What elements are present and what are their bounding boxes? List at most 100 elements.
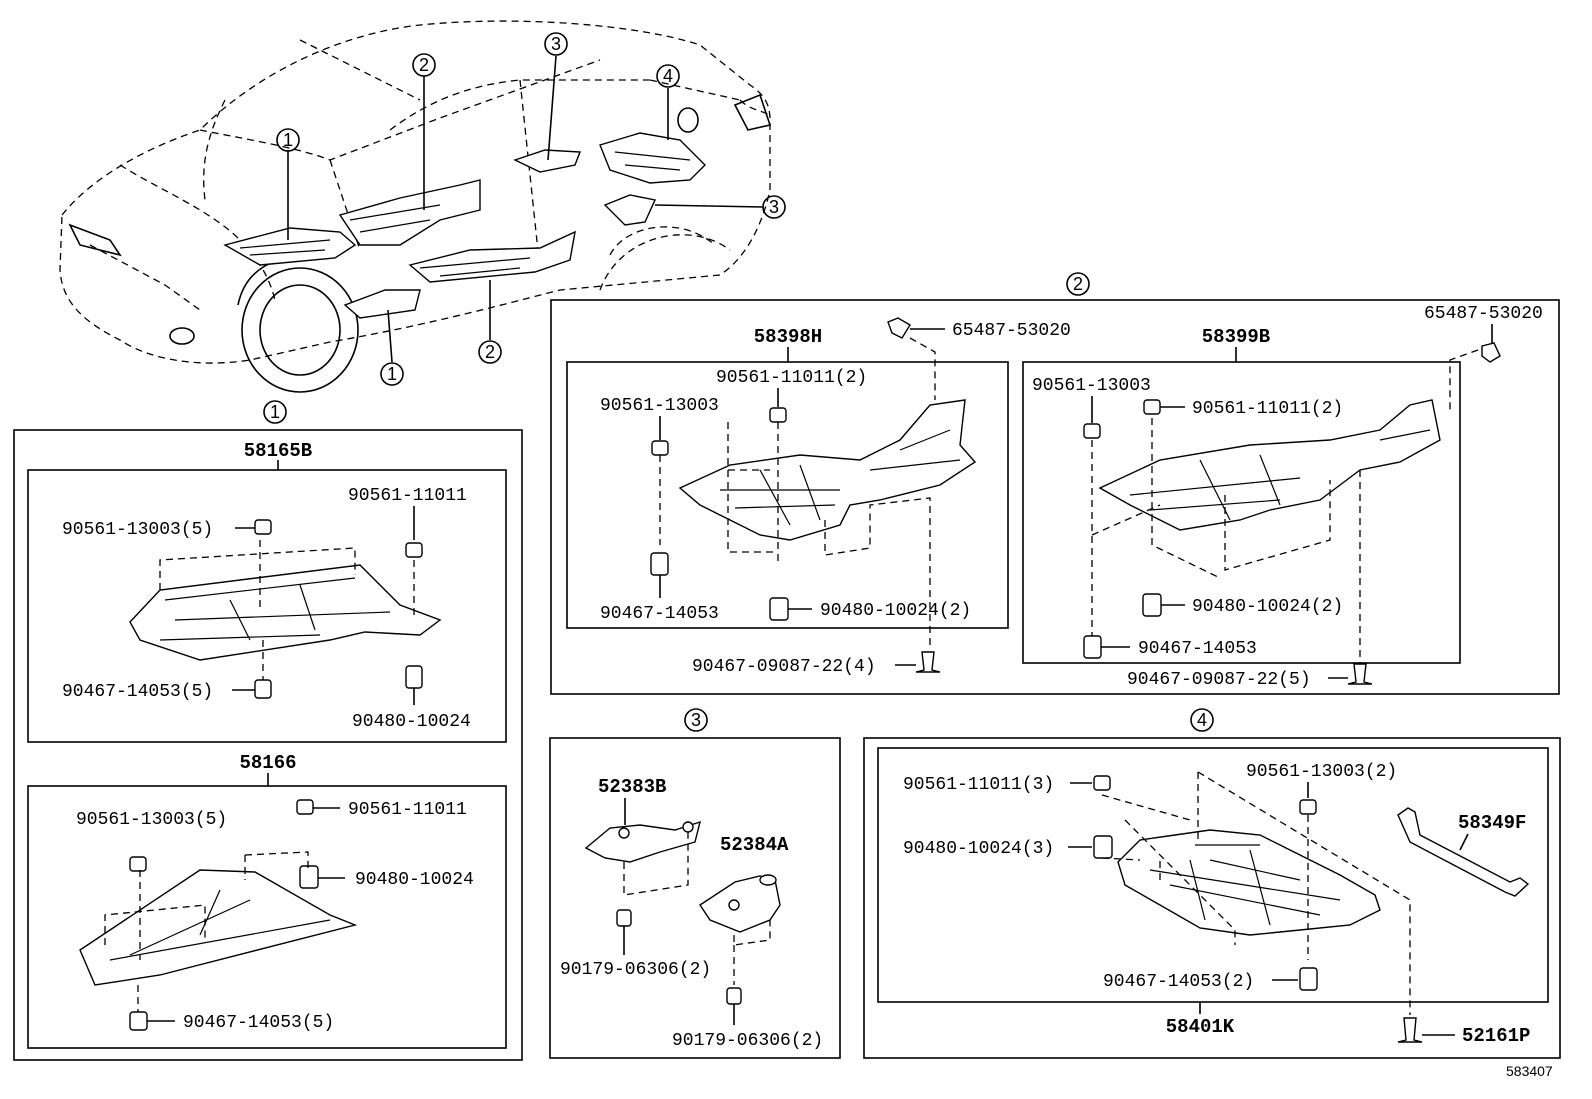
svg-text:4: 4 [1197, 710, 1207, 730]
nut-icon [129, 856, 147, 872]
car-panel-4 [599, 132, 706, 184]
label-90467-14053-b: 90467-14053 [1138, 639, 1257, 659]
label-90561-13003-5: 90561-13003(5) [62, 520, 213, 540]
part-52383b-label: 52383B [598, 776, 666, 798]
nut-icon [405, 542, 423, 558]
nut-icon [1143, 399, 1161, 415]
group-58399b-label: 58399B [1202, 326, 1270, 348]
clip-icon [726, 987, 742, 1005]
group-58165b-label: 58165B [244, 440, 312, 462]
label-90480-10024-2: 90480-10024(2) [820, 601, 971, 621]
callout-4-top: 4 [656, 64, 680, 88]
nut-icon [296, 799, 314, 815]
bolt-icon [299, 865, 319, 889]
callout-1-bottom: 1 [380, 362, 404, 386]
nut-icon [254, 519, 272, 535]
car-panel-1 [223, 227, 357, 266]
label-90179-06306-2-a: 90179-06306(2) [560, 960, 711, 980]
clip-icon [254, 679, 272, 699]
callout-3-side: 3 [762, 195, 786, 219]
car-panel-3b [603, 194, 657, 226]
undercover-58166 [79, 869, 358, 986]
svg-text:1: 1 [270, 402, 280, 422]
label-90480-10024: 90480-10024 [355, 870, 474, 890]
car-panel-2a [338, 179, 481, 246]
bracket-58349f-label: 58349F [1458, 812, 1526, 834]
label-90561-11011-2-b: 90561-11011(2) [1192, 399, 1343, 419]
label-90561-11011: 90561-11011 [348, 800, 467, 820]
clip-icon [1299, 967, 1318, 991]
label-90480-10024-2-b: 90480-10024(2) [1192, 597, 1343, 617]
undercover-58399b [1098, 399, 1441, 531]
nut-icon [1083, 423, 1101, 439]
group-58398h-label: 58398H [754, 326, 822, 348]
label-65487-53020-right: 65487-53020 [1424, 304, 1543, 324]
car-panel-2b [408, 230, 576, 283]
fastener-52161p-label: 52161P [1462, 1025, 1530, 1047]
label-90561-13003: 90561-13003 [600, 396, 719, 416]
fastener-icon [1397, 1017, 1423, 1043]
bracket-58349f [1397, 807, 1530, 897]
label-90467-09087-22-4: 90467-09087-22(4) [692, 657, 876, 677]
svg-text:2: 2 [1073, 274, 1083, 294]
svg-text:3: 3 [691, 710, 701, 730]
label-90480-10024-3: 90480-10024(3) [903, 839, 1054, 859]
section-3: 3 52383B 90179-06306(2) 52384A 90179-063… [549, 708, 841, 1059]
svg-text:4: 4 [663, 66, 673, 86]
nut-icon [651, 440, 669, 456]
clip-icon [650, 552, 669, 576]
nut-icon [1299, 799, 1317, 815]
label-90179-06306-2-b: 90179-06306(2) [672, 1031, 823, 1051]
screw-icon [887, 317, 911, 339]
label-90561-11011-3: 90561-11011(3) [903, 775, 1054, 795]
section-4: 4 90561-11011(3) 90561-13003(2) 90480-10… [863, 708, 1561, 1059]
callout-2-bottom: 2 [478, 340, 502, 364]
fastener-icon [915, 651, 941, 673]
svg-text:1: 1 [387, 364, 397, 384]
callout-3-top: 3 [544, 32, 568, 56]
undercover-58398h [678, 399, 977, 541]
label-90467-14053: 90467-14053 [600, 604, 719, 624]
nut-icon [769, 407, 787, 423]
bracket-52384a [699, 875, 781, 933]
svg-text:2: 2 [485, 342, 495, 362]
label-90561-13003-5: 90561-13003(5) [76, 810, 227, 830]
label-90467-14053-5: 90467-14053(5) [183, 1013, 334, 1033]
nut-icon [1093, 775, 1111, 791]
group-58166-label: 58166 [239, 752, 296, 774]
svg-text:3: 3 [551, 34, 561, 54]
clip-icon [1083, 635, 1102, 659]
car-panel-1b [343, 289, 421, 319]
undercover-58401k [1117, 829, 1381, 936]
car-panel-3a [513, 149, 581, 173]
label-90467-09087-22-5: 90467-09087-22(5) [1127, 670, 1311, 690]
section-1: 1 58165B 90561-11011 90561-13003(5) 9046… [13, 400, 523, 1061]
svg-text:2: 2 [419, 55, 429, 75]
bolt-icon [1093, 835, 1113, 859]
bolt-icon [1142, 593, 1162, 617]
bolt-icon [769, 597, 789, 621]
callout-2-top: 2 [412, 53, 436, 77]
fastener-icon [1347, 663, 1373, 685]
svg-text:3: 3 [769, 197, 779, 217]
bracket-52383b [584, 820, 701, 863]
group-58401k-label: 58401K [1166, 1016, 1235, 1038]
label-90467-14053-2: 90467-14053(2) [1103, 972, 1254, 992]
label-90480-10024: 90480-10024 [352, 712, 471, 732]
callout-1-top: 1 [276, 128, 300, 152]
undercover-58165b [129, 564, 442, 661]
label-90561-11011-2: 90561-11011(2) [716, 368, 867, 388]
svg-text:1: 1 [283, 130, 293, 150]
label-90561-13003-b: 90561-13003 [1032, 376, 1151, 396]
label-90561-13003-2: 90561-13003(2) [1246, 762, 1397, 782]
part-52384a-label: 52384A [720, 834, 789, 856]
section-2: 2 65487-53020 58398H 90561-11011(2) 9056… [550, 272, 1560, 695]
label-90467-14053-5: 90467-14053(5) [62, 682, 213, 702]
car-overview: 1 2 3 4 3 2 1 [59, 20, 786, 393]
clip-icon [129, 1011, 148, 1031]
label-65487-53020-left: 65487-53020 [952, 321, 1071, 341]
diagram-ref-number: 583407 [1506, 1063, 1553, 1079]
screw-icon [1481, 342, 1501, 363]
bolt-icon [405, 665, 423, 689]
